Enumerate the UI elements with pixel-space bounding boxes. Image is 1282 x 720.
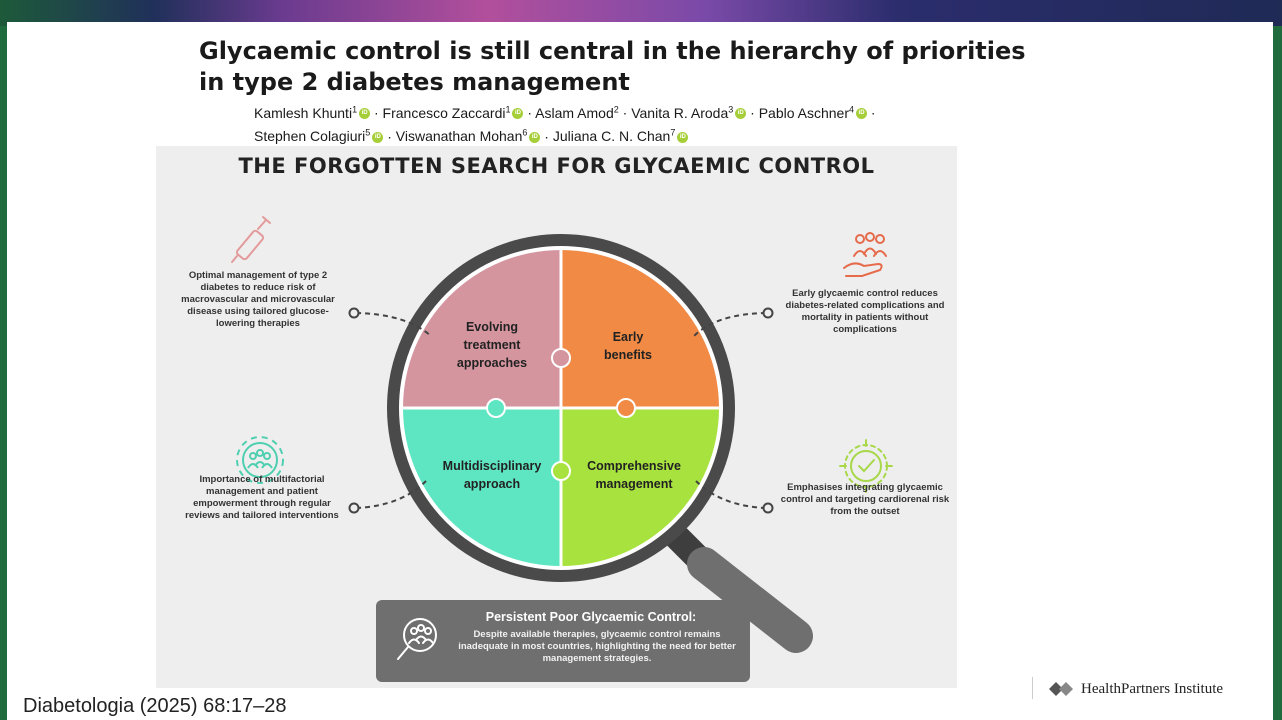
persistent-poor-control-banner: Persistent Poor Glycaemic Control: Despi… [376, 600, 750, 682]
logo-text: HealthPartners Institute [1081, 680, 1224, 697]
puzzle-knob [551, 348, 571, 368]
orcid-icon[interactable]: iD [359, 108, 371, 120]
banner-text: Despite available therapies, glycaemic c… [458, 629, 736, 664]
figure-title: THE FORGOTTEN SEARCH FOR GLYCAEMIC CONTR… [238, 154, 875, 178]
connector-dot [348, 502, 360, 514]
graphical-abstract: THE FORGOTTEN SEARCH FOR GLYCAEMIC CONTR… [156, 146, 957, 688]
connector-dot [348, 307, 360, 319]
orcid-icon[interactable]: iD [677, 132, 689, 144]
hand-people-icon [843, 232, 887, 277]
connector-dot [762, 307, 774, 319]
magnifier-people-icon [397, 618, 437, 660]
note-top-left: Optimal management of type 2 diabetes to… [181, 270, 335, 329]
gear-people-icon [236, 436, 284, 484]
note-bottom-left: Importance of multifactorial management … [185, 474, 339, 521]
note-bottom-right: Emphasises integrating glycaemic control… [780, 482, 950, 517]
puzzle-knob [616, 398, 636, 418]
logo-divider [1032, 677, 1033, 699]
orcid-icon[interactable]: iD [735, 108, 747, 120]
quadrant-bottom-right [561, 408, 719, 566]
target-check-icon [839, 439, 893, 493]
orcid-icon[interactable]: iD [529, 132, 541, 144]
slide: Glycaemic control is still central in th… [7, 22, 1273, 720]
puzzle-knob [551, 461, 571, 481]
pen-injector-icon [231, 216, 271, 263]
connector-lines [355, 312, 767, 509]
quadrant-bottom-left [403, 408, 561, 566]
top-color-bar [0, 0, 1282, 26]
handle-grip [687, 547, 813, 653]
healthpartners-logo-icon [1049, 682, 1073, 696]
banner-title: Persistent Poor Glycaemic Control: [485, 610, 697, 624]
healthpartners-logo: HealthPartners Institute [1049, 679, 1223, 699]
slide-title: Glycaemic control is still central in th… [199, 37, 1026, 96]
orcid-icon[interactable]: iD [372, 132, 384, 144]
author-item: Aslam Amod2 [535, 104, 619, 121]
orcid-icon[interactable]: iD [856, 108, 868, 120]
quadrant-top-left [403, 250, 561, 408]
note-top-right: Early glycaemic control reduces diabetes… [785, 288, 945, 335]
connector-dot [762, 502, 774, 514]
journal-citation: Diabetologia (2025) 68:17–28 [23, 695, 287, 717]
puzzle-knob [486, 398, 506, 418]
quadrant-top-right [561, 250, 719, 408]
orcid-icon[interactable]: iD [512, 108, 524, 120]
